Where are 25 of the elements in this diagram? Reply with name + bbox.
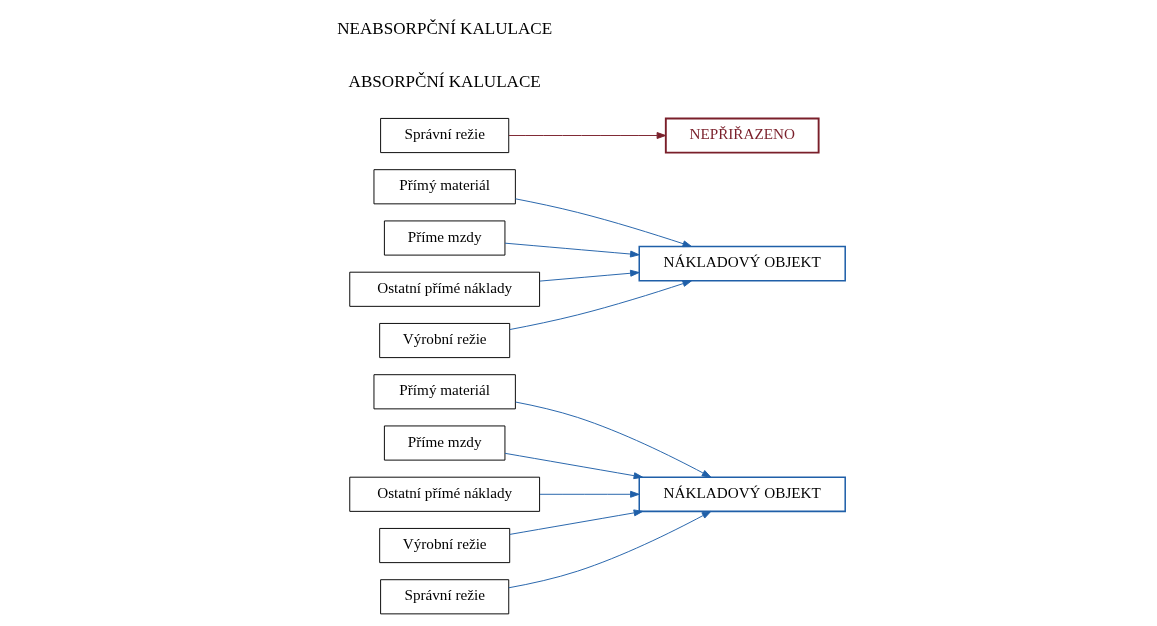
arrow (514, 198, 692, 248)
node-box: Příme mzdy (383, 425, 506, 461)
arrow (504, 452, 644, 480)
arrow (508, 510, 712, 589)
node-box: Přímý materiál (373, 169, 516, 205)
node-box: NÁKLADOVÝ OBJEKT (638, 476, 846, 513)
arrow (539, 490, 640, 498)
node-box: Ostatní přímé náklady (349, 476, 541, 512)
node-box: Správní režie (380, 579, 510, 615)
arrow (515, 401, 712, 478)
node-box: NÁKLADOVÝ OBJEKT (638, 245, 846, 282)
node-box: NEPŘIŘAZENO (664, 117, 820, 154)
arrow (508, 132, 667, 139)
node-box: Příme mzdy (383, 220, 506, 256)
node-box: Výrobní režie (379, 322, 511, 359)
node-box: Přímý materiál (373, 374, 516, 410)
label: NEABSORPČNÍ KALULACE (337, 19, 553, 39)
arrow (504, 242, 640, 258)
node-box: Výrobní režie (379, 527, 511, 564)
arrow (539, 269, 640, 282)
arrow (509, 280, 692, 331)
node-box: Ostatní přímé náklady (349, 271, 541, 307)
node-box: Správní režie (380, 117, 510, 154)
label: ABSORPČNÍ KALULACE (348, 72, 541, 92)
arrow (509, 509, 644, 535)
